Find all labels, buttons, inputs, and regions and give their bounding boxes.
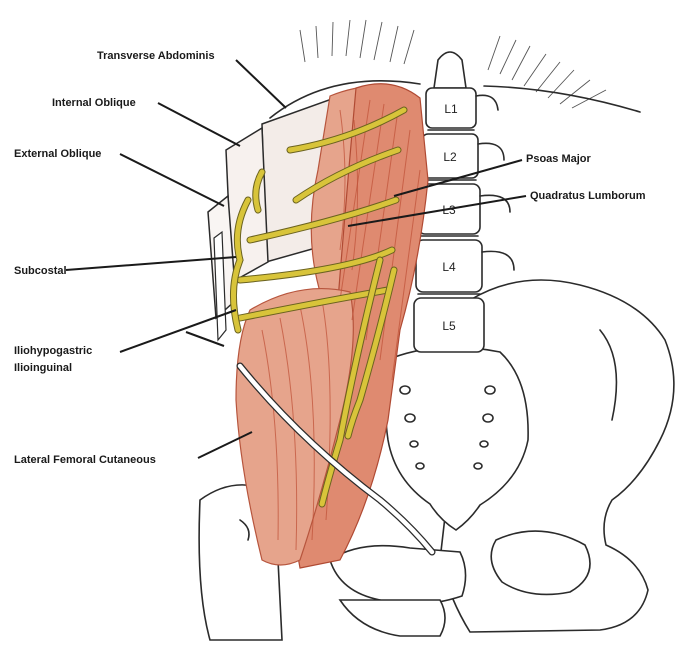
- leader-external-oblique: [119, 153, 225, 207]
- leader-lines: [65, 59, 527, 459]
- leader-ilioinguinal-branch: [185, 331, 225, 347]
- label-external-oblique: External Oblique: [14, 148, 101, 160]
- leader-psoas-major: [393, 159, 523, 197]
- leader-quadratus-lumborum: [347, 195, 527, 227]
- vertebra-label-l2: L2: [443, 150, 457, 164]
- label-transverse-abdominis: Transverse Abdominis: [97, 50, 215, 62]
- label-quadratus-lumborum: Quadratus Lumborum: [530, 190, 646, 202]
- label-lateral-femoral-cutaneous: Lateral Femoral Cutaneous: [14, 454, 156, 466]
- leader-transverse-abdominis: [235, 59, 287, 109]
- label-iliohypogastric: Iliohypogastric: [14, 345, 92, 357]
- leader-subcostal: [65, 256, 237, 271]
- label-psoas-major: Psoas Major: [526, 153, 592, 165]
- label-subcostal: Subcostal: [14, 265, 67, 277]
- label-ilioinguinal: Ilioinguinal: [14, 362, 72, 374]
- leader-iliohypogastric-ilioinguinal: [119, 309, 237, 353]
- vertebra-label-l1: L1: [444, 102, 458, 116]
- labels: Transverse Abdominis Internal Oblique Ex…: [14, 50, 646, 466]
- vertebra-label-l4: L4: [442, 260, 456, 274]
- rib-sketch-lines: [269, 19, 641, 119]
- label-internal-oblique: Internal Oblique: [52, 97, 136, 109]
- leader-lateral-femoral-cutaneous: [197, 431, 253, 459]
- vertebra-label-l5: L5: [442, 319, 456, 333]
- leader-internal-oblique: [157, 102, 241, 147]
- nerves: [229, 106, 436, 556]
- vertebra-label-l3: L3: [442, 203, 456, 217]
